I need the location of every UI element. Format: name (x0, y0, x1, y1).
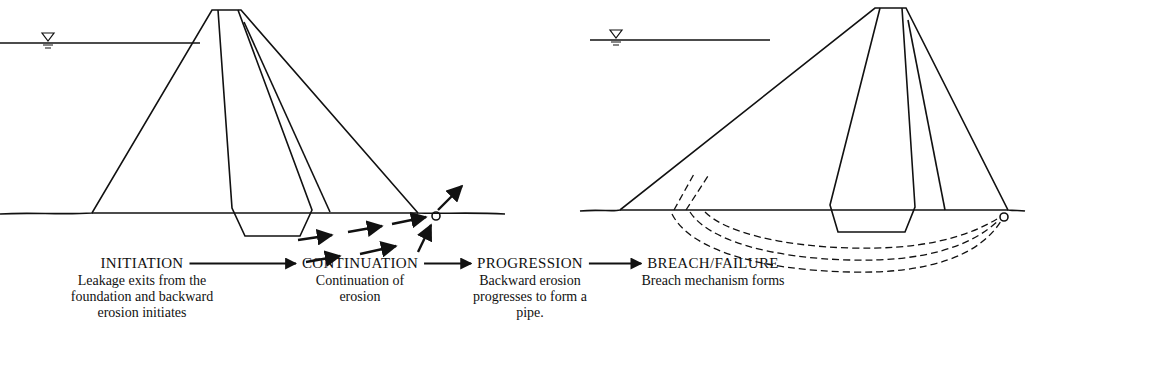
filter-line (244, 22, 330, 212)
exit-point (1000, 213, 1008, 221)
stage-node: INITIATIONLeakage exits from the foundat… (62, 254, 222, 321)
stage-node: BREACH/FAILUREBreach mechanism forms (630, 254, 796, 289)
stage-arrow (189, 263, 295, 265)
stage-title: CONTINUATION (302, 255, 418, 272)
water-symbol (42, 33, 54, 48)
stage-description: Breach mechanism forms (630, 273, 796, 289)
stage-arrow (589, 263, 641, 265)
embankment-outline (580, 8, 1025, 211)
stage-arrow (424, 263, 471, 265)
stage-node: PROGRESSIONBackward erosion progresses t… (462, 254, 598, 321)
exit-point (432, 212, 440, 220)
stage-description: Leakage exits from the foundation and ba… (62, 273, 222, 321)
stage-description: Backward erosion progresses to form a pi… (462, 273, 598, 321)
stage-title: BREACH/FAILURE (647, 255, 778, 272)
embankment-outline (0, 10, 505, 214)
core-zone (830, 8, 915, 232)
left-dam (0, 10, 505, 262)
stage-title: PROGRESSION (477, 255, 583, 272)
filter-line (908, 20, 945, 210)
core-zone (218, 10, 312, 236)
stage-title: INITIATION (101, 255, 184, 272)
dam-base (92, 212, 418, 214)
water-line (0, 42, 200, 44)
water-line (590, 39, 770, 41)
stage-node: CONTINUATIONContinuation of erosion (296, 254, 424, 305)
stage-description: Continuation of erosion (296, 273, 424, 305)
dam-base (620, 209, 1008, 211)
right-dam (580, 8, 1025, 272)
water-symbol (610, 30, 622, 45)
seepage-arrows (298, 186, 462, 262)
